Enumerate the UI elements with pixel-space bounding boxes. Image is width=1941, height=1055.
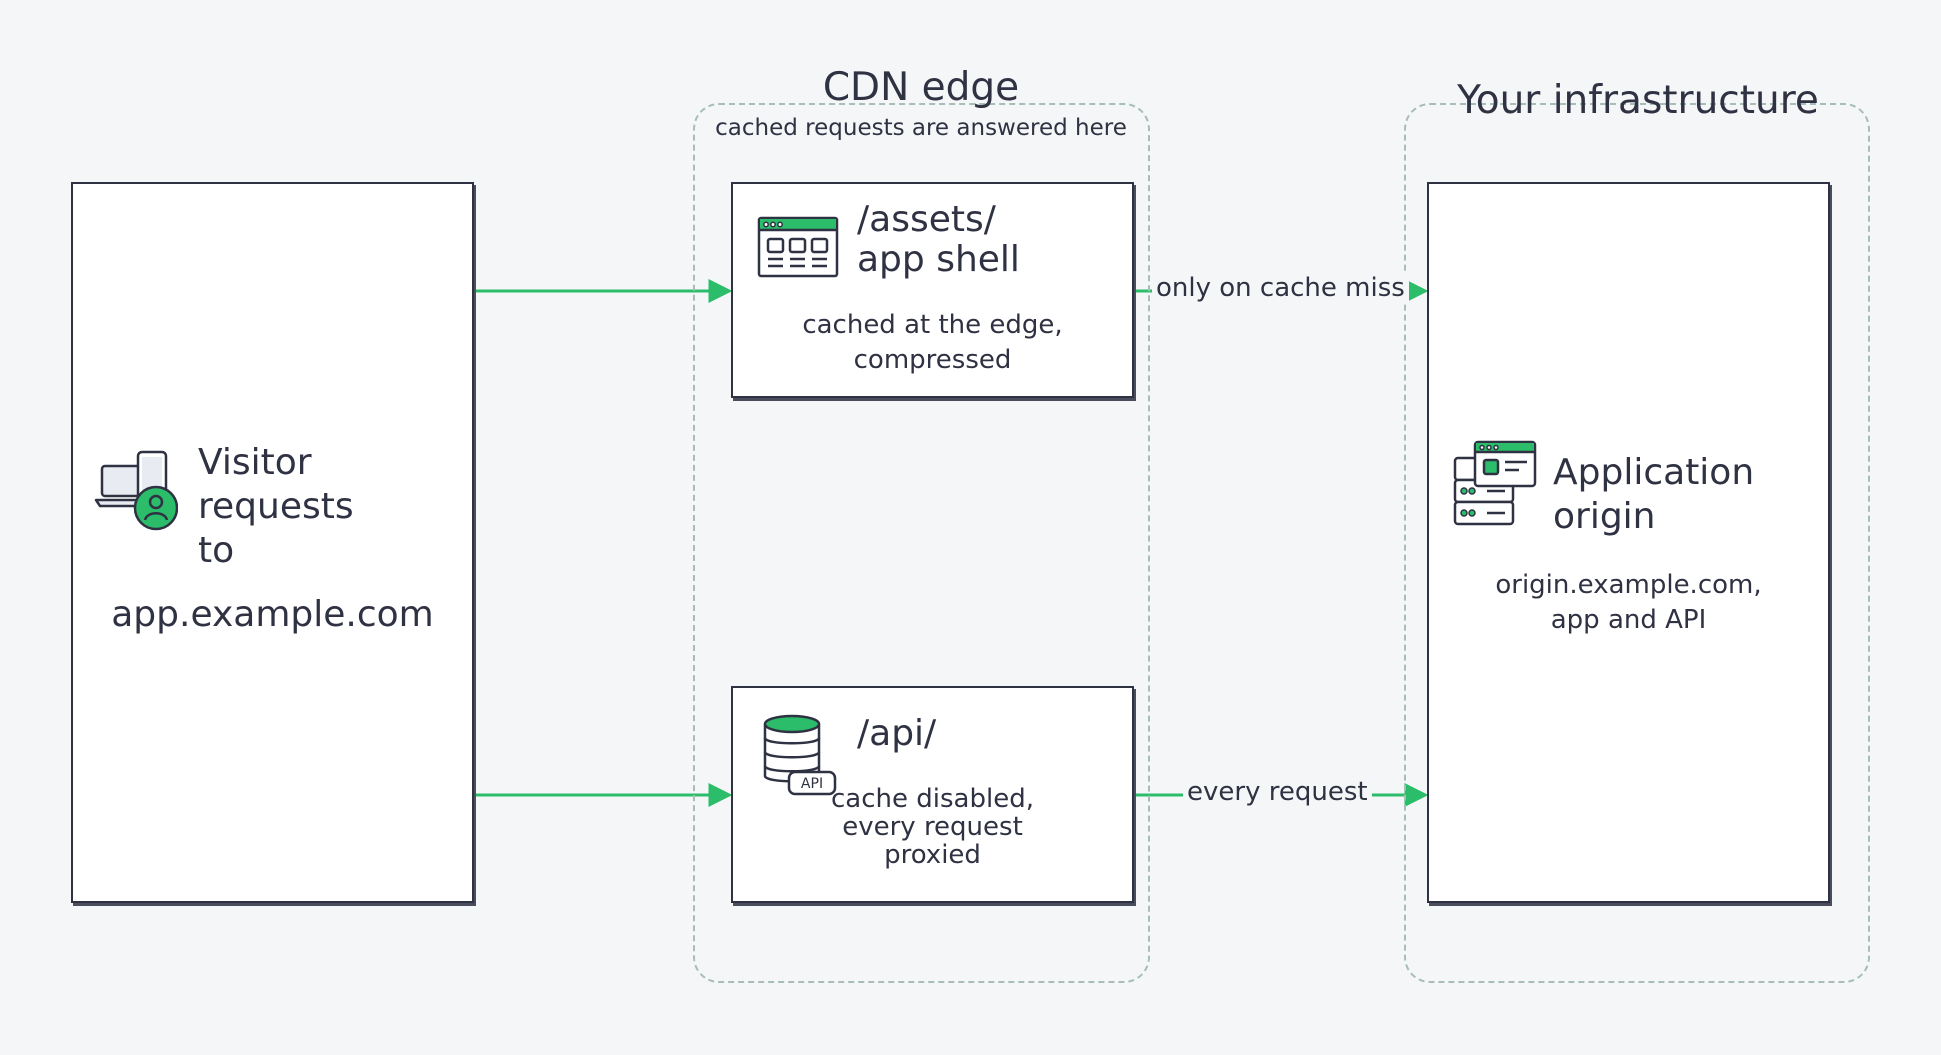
origin-desc-line-1: origin.example.com, [1495, 570, 1762, 600]
visitor-title-line-2: requests [198, 486, 354, 527]
assets-desc-line-1: cached at the edge, [802, 310, 1063, 340]
devices-user-icon [94, 450, 178, 531]
api-desc-line-1: cache disabled, [831, 784, 1034, 814]
edge-label-cache-miss: only on cache miss [1152, 273, 1409, 303]
edge-label-every-request: every request [1183, 777, 1372, 807]
assets-description: cached at the edge, compressed [731, 308, 1134, 378]
visitor-domain: app.example.com [111, 594, 434, 635]
visitor-title: Visitor requests to [198, 441, 354, 573]
infrastructure-title: Your infrastructure [1457, 78, 1819, 123]
assets-desc-line-2: compressed [853, 345, 1012, 375]
origin-title: Application origin [1553, 451, 1754, 539]
origin-title-line-1: Application [1553, 452, 1755, 493]
api-desc-line-2: every request [842, 812, 1023, 842]
visitor-title-line-3: to [198, 530, 235, 571]
visitor-node [71, 182, 474, 903]
visitor-title-line-1: Visitor [198, 442, 312, 483]
assets-title-line-2: app shell [857, 239, 1020, 280]
browser-window-icon [757, 216, 839, 278]
database-api-icon: API [763, 714, 837, 796]
cdn-edge-subtitle: cached requests are answered here [715, 115, 1127, 141]
origin-node [1427, 182, 1830, 903]
api-badge-label: API [801, 776, 823, 792]
origin-description: origin.example.com, app and API [1427, 568, 1830, 638]
origin-desc-line-2: app and API [1550, 605, 1707, 635]
infrastructure-group [1404, 103, 1870, 983]
cdn-edge-group [693, 103, 1150, 983]
assets-title-line-1: /assets/ [857, 199, 996, 240]
api-title: /api/ [857, 713, 937, 754]
api-desc-line-3: proxied [884, 840, 981, 870]
api-description: cache disabled, every request proxied [731, 785, 1134, 869]
server-stack-icon [1453, 440, 1537, 526]
cdn-edge-title: CDN edge [822, 65, 1020, 110]
origin-title-line-2: origin [1553, 496, 1656, 537]
assets-title: /assets/ app shell [857, 200, 1020, 280]
